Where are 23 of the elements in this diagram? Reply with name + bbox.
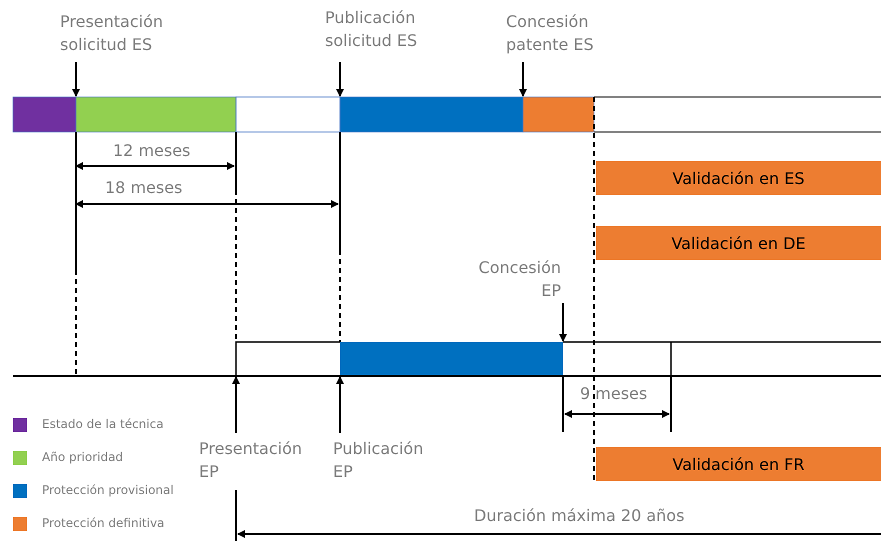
- arrow: [72, 62, 80, 97]
- dimension-label: Duración máxima 20 años: [474, 506, 684, 525]
- legend-label: Estado de la técnica: [42, 417, 164, 431]
- event-label: Concesión EP: [471, 256, 561, 302]
- event-label: Presentación EP: [199, 437, 309, 483]
- validation-box: Validación en FR: [596, 447, 881, 481]
- arrow: [336, 62, 344, 97]
- arrow: [336, 376, 344, 433]
- dimension-label: 12 meses: [113, 141, 190, 160]
- event-label: Concesión patente ES: [506, 10, 616, 56]
- legend-label: Año prioridad: [42, 450, 124, 464]
- arrow: [559, 303, 567, 342]
- event-label: Publicación solicitud ES: [325, 6, 435, 52]
- validation-box: Validación en ES: [596, 161, 881, 195]
- legend-label: Protección definitiva: [42, 516, 164, 530]
- event-label: Publicación EP: [333, 437, 443, 483]
- event-label: Presentación solicitud ES: [60, 10, 170, 56]
- validation-box: Validación en DE: [596, 226, 881, 260]
- legend-label: Protección provisional: [42, 483, 174, 497]
- dimension-label: 18 meses: [105, 178, 182, 197]
- dimension-label: 9 meses: [580, 384, 648, 403]
- arrow: [232, 376, 240, 433]
- arrow: [519, 62, 527, 97]
